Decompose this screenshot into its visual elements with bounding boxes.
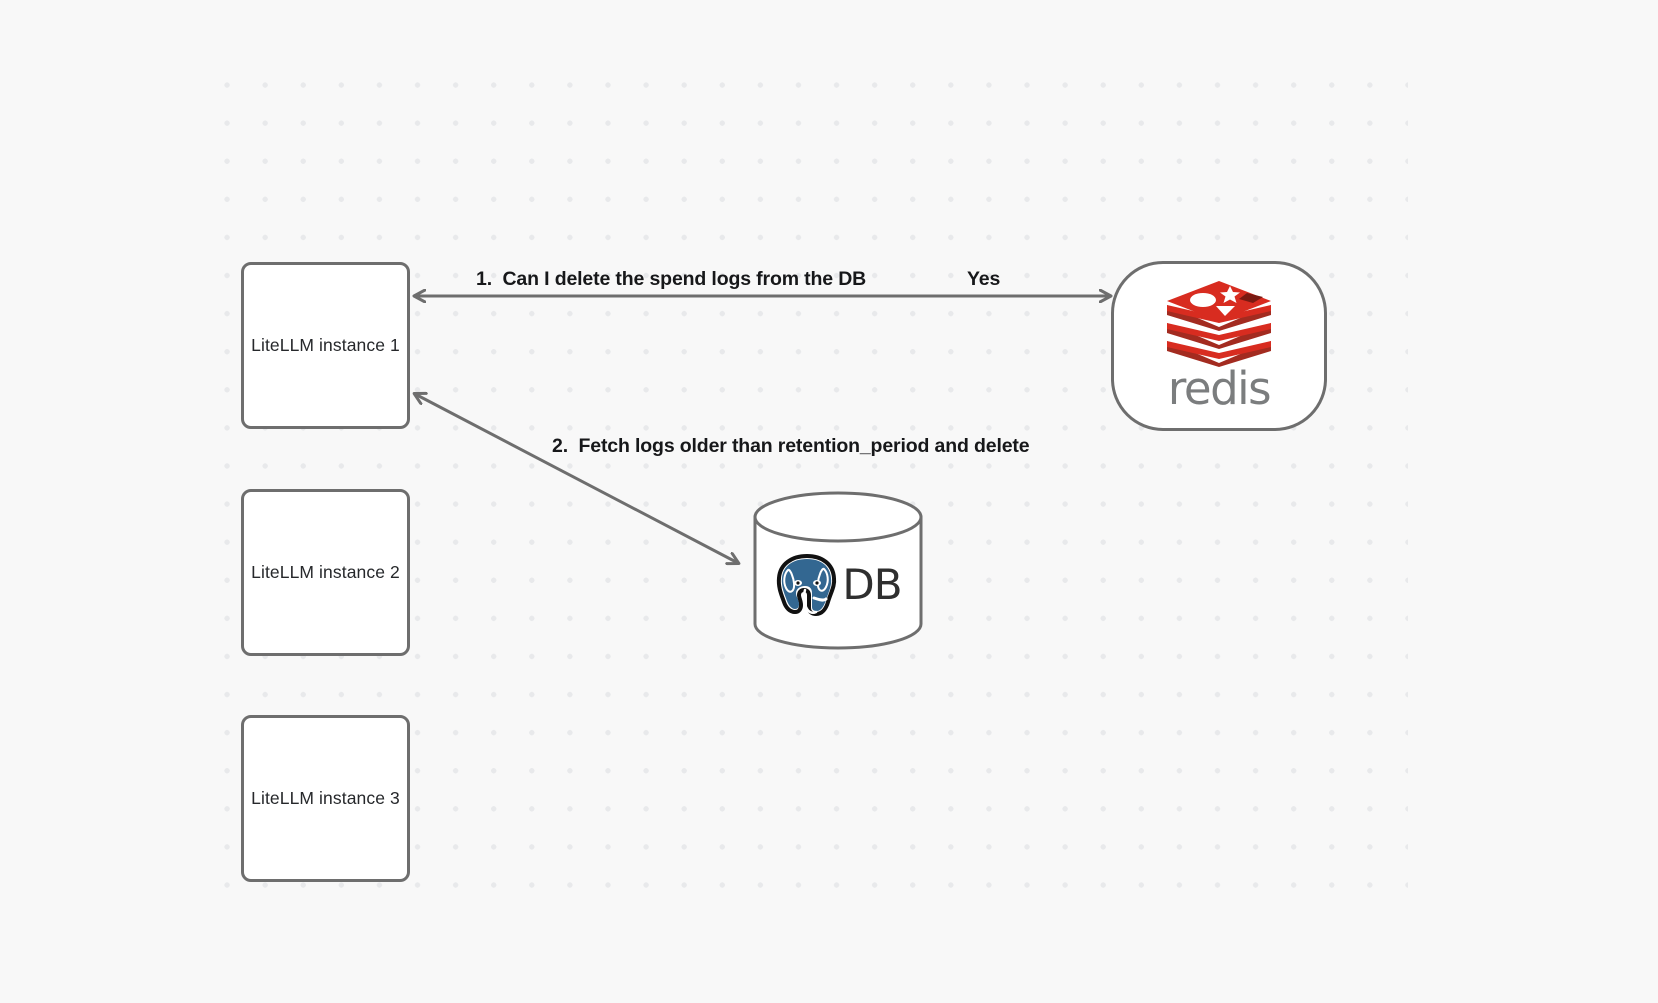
edge-label-1-secondary: Yes <box>967 268 1001 290</box>
node-label: LiteLLM instance 1 <box>251 335 400 355</box>
node-litellm-instance-1[interactable]: LiteLLM instance 1 <box>241 262 410 429</box>
node-litellm-instance-2[interactable]: LiteLLM instance 2 <box>241 489 410 656</box>
node-label: LiteLLM instance 2 <box>251 562 400 582</box>
node-label: LiteLLM instance 3 <box>251 788 400 808</box>
node-redis[interactable]: redis <box>1111 261 1327 431</box>
redis-wordmark: redis <box>1167 361 1272 415</box>
database-text: DB <box>842 560 902 609</box>
cylinder-shape <box>753 491 923 650</box>
edge-label-1-primary: 1. Can I delete the spend logs from the … <box>476 268 867 290</box>
edge-litellm1-database <box>415 394 738 563</box>
postgresql-elephant-icon <box>777 553 837 616</box>
edge-label-2-primary: 2. Fetch logs older than retention_perio… <box>552 435 1030 457</box>
database-label-group: DB <box>752 505 924 664</box>
redis-logo-icon <box>1167 280 1271 367</box>
node-litellm-instance-3[interactable]: LiteLLM instance 3 <box>241 715 410 882</box>
node-database[interactable]: DB <box>752 491 924 650</box>
